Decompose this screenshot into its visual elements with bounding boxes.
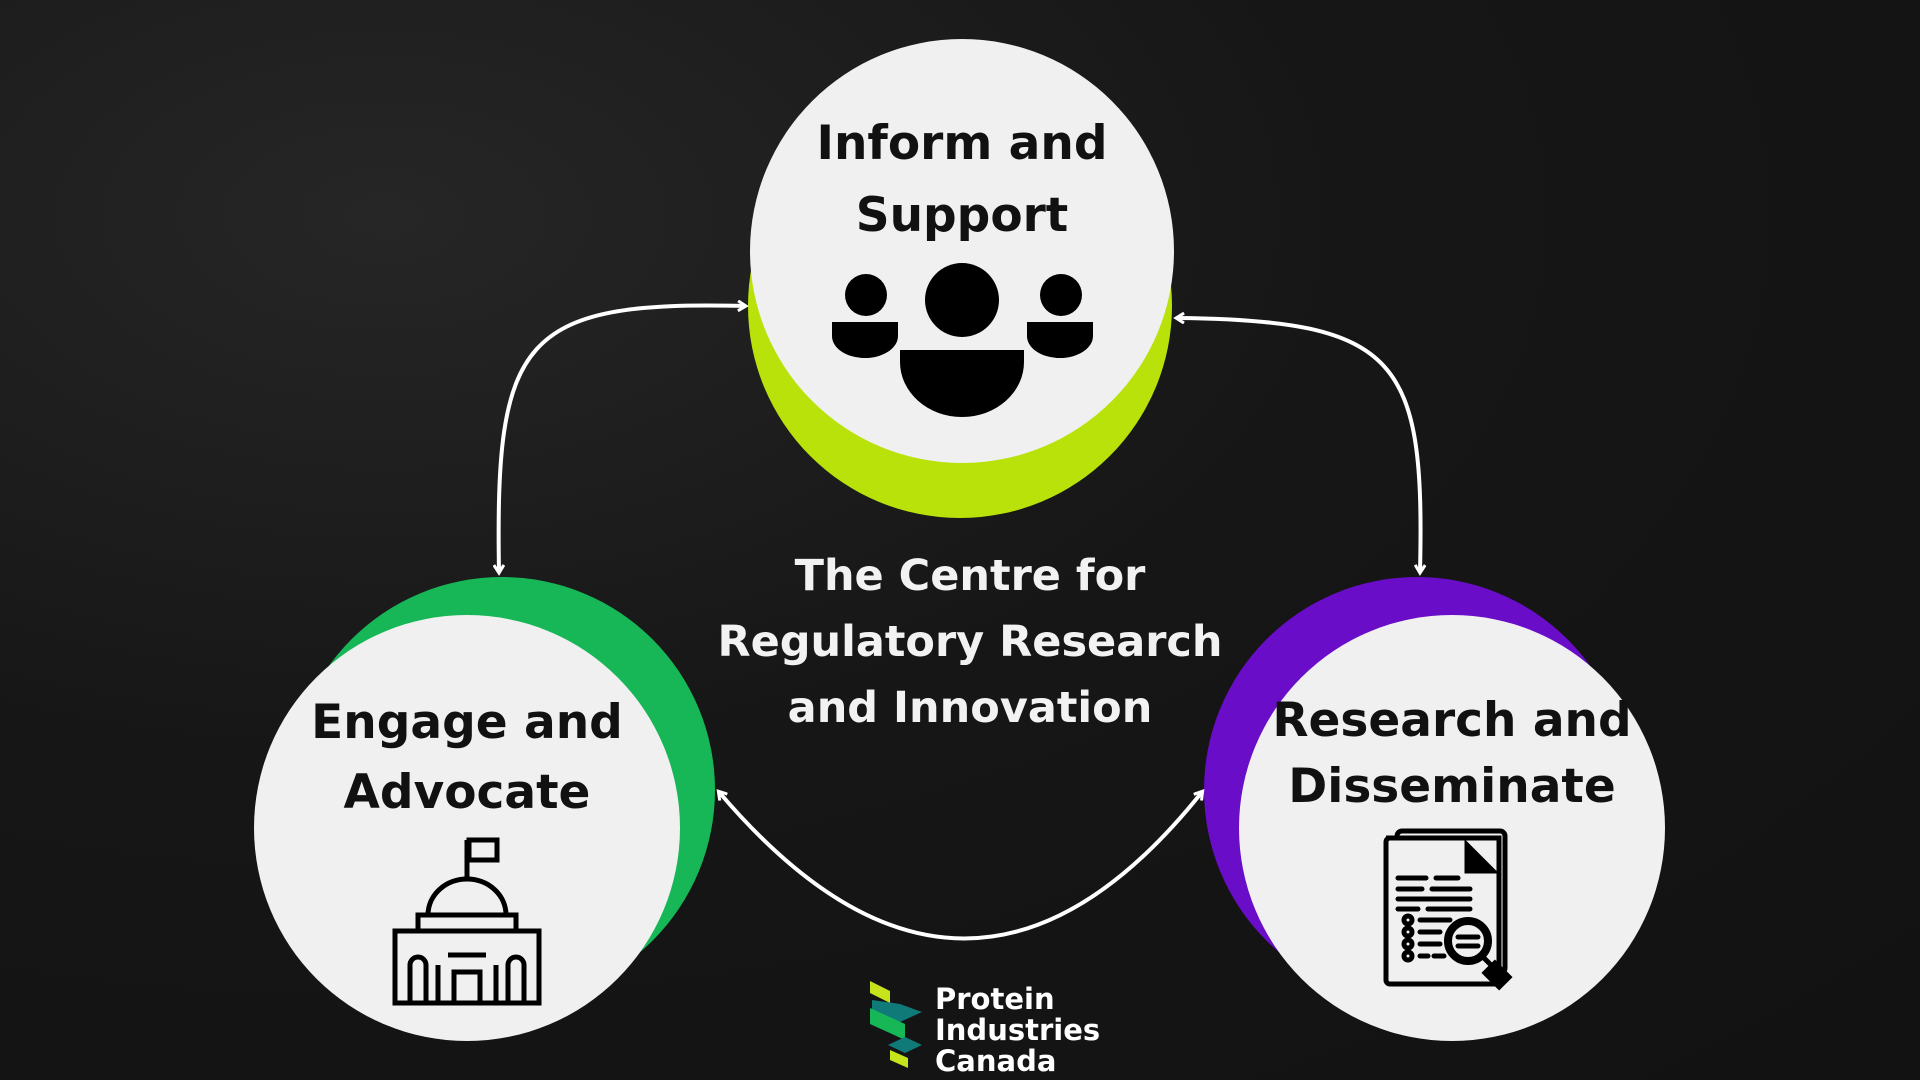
- government-building-icon: [392, 837, 542, 1006]
- engage-title: Engage and Advocate: [311, 688, 623, 828]
- logo-text: Protein Industries Canada: [935, 984, 1100, 1077]
- engage-title-line-1: Engage and: [311, 695, 623, 750]
- inform-title-line-1: Inform and: [816, 116, 1108, 171]
- logo-line-3: Canada: [935, 1044, 1057, 1078]
- research-title-line-1: Research and: [1272, 693, 1632, 748]
- research-title-line-2: Disseminate: [1288, 759, 1616, 814]
- people-group-icon: [831, 263, 1093, 417]
- inform-title: Inform and Support: [816, 108, 1107, 252]
- arrow-engage-research: [719, 792, 1202, 941]
- center-title-line-3: and Innovation: [787, 683, 1153, 733]
- engage-title-line-2: Advocate: [343, 765, 591, 820]
- inform-title-line-2: Support: [855, 188, 1069, 243]
- center-title-line-1: The Centre for: [794, 551, 1146, 601]
- center-title: The Centre for Regulatory Research and I…: [717, 543, 1222, 741]
- arrow-inform-research: [1177, 318, 1421, 572]
- arrow-inform-engage: [499, 305, 745, 572]
- document-search-icon: [1383, 828, 1513, 991]
- logo-line-2: Industries: [935, 1013, 1101, 1047]
- logo-line-1: Protein: [935, 982, 1055, 1016]
- research-circle: [1239, 615, 1665, 1041]
- research-title: Research and Disseminate: [1272, 688, 1631, 820]
- engage-circle: [254, 615, 680, 1041]
- logo-mark: [870, 981, 922, 1068]
- center-title-line-2: Regulatory Research: [717, 617, 1223, 667]
